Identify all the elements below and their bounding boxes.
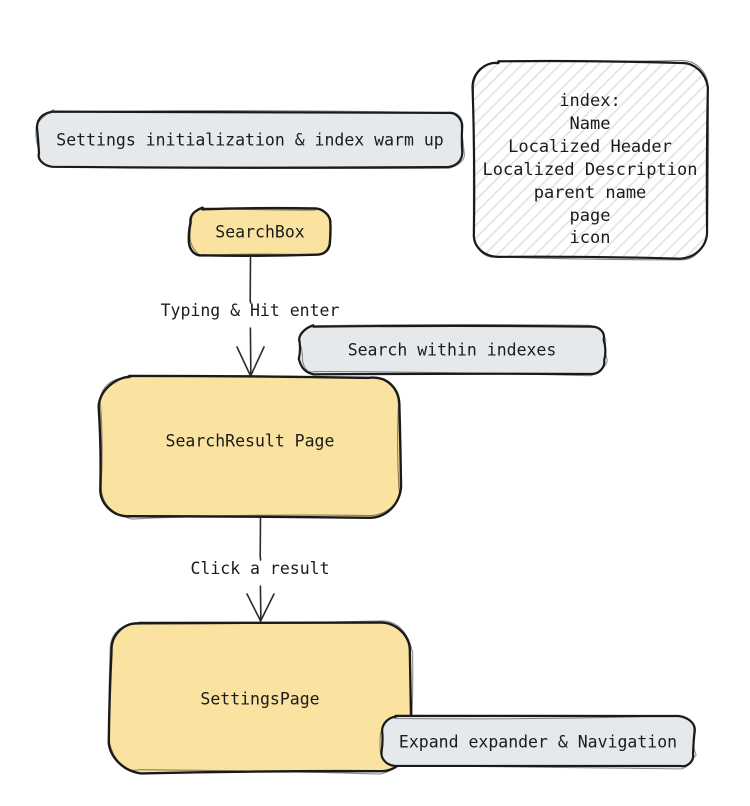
comment-expand-expander [379,714,697,770]
comment-settings-initialization-label: Settings initialization & index warm up [56,131,443,150]
node-searchresult-page-label: SearchResult Page [166,432,335,451]
index-note-shape [471,59,710,261]
index-note-line: Localized Description [483,160,698,180]
node-settingspage[interactable] [107,620,414,775]
index-note-line: Localized Header [508,137,672,157]
comment-settings-initialization [35,109,465,169]
edge-typing-hit-enter-label: Typing & Hit enter [161,301,340,320]
node-searchresult-page[interactable] [97,374,403,520]
comment-search-within-indexes-label: Search within indexes [348,341,557,360]
comment-search-within-indexes [297,323,608,377]
node-searchbox-label: SearchBox [215,223,304,242]
index-note-line: icon [570,228,611,248]
node-settingspage-label: SettingsPage [200,690,319,709]
edge-typing-hit-enter [236,255,265,377]
node-searchbox[interactable] [187,206,332,257]
index-note-line: page [570,206,611,226]
index-note-line: index: [559,91,620,111]
edge-click-a-result-label: Click a result [190,559,329,578]
edge-click-a-result [246,517,275,622]
comment-expand-expander-label: Expand expander & Navigation [399,733,677,752]
index-note-line: Name [570,114,611,134]
index-note-line: parent name [534,183,647,203]
